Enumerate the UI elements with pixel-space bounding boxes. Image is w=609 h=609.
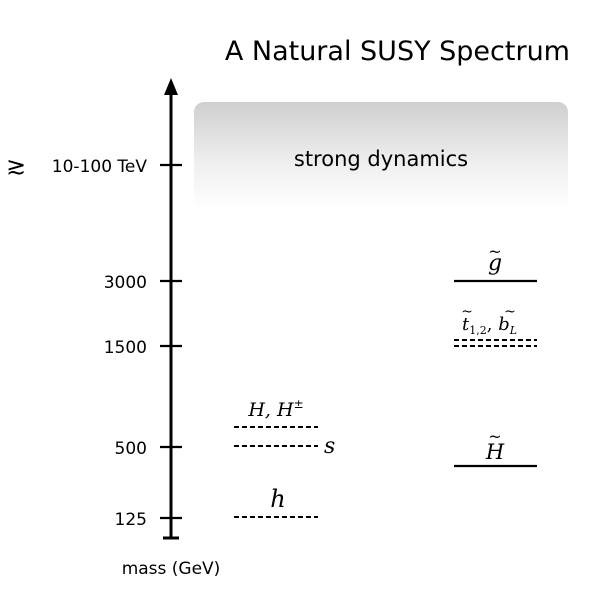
tick-label-3000: 3000 (104, 273, 147, 293)
label-h: h (270, 485, 285, 513)
label-s: s (324, 434, 335, 459)
tilde-gluino: ~ (488, 242, 501, 261)
tilde-higgsino: ~ (488, 427, 501, 446)
tick-label-1500: 1500 (104, 338, 147, 358)
label-higgsino: H (485, 440, 505, 464)
diagram-title: A Natural SUSY Spectrum (225, 36, 570, 67)
tick-label-strong-prefix: ≳ (6, 152, 26, 180)
label-gluino: g (488, 251, 502, 276)
label-heavy-higgs: H, H± (247, 397, 303, 421)
strong-dynamics-region (194, 102, 568, 210)
tick-label-125: 125 (115, 510, 147, 530)
tick-label-500: 500 (115, 439, 147, 459)
mass-axis-arrowhead (164, 78, 178, 95)
tilde-sbottom: ~ (504, 304, 516, 320)
tick-label-strong: 10-100 TeV (52, 157, 148, 177)
strong-dynamics-label: strong dynamics (294, 147, 468, 171)
label-stops: t1,2, bL (462, 314, 517, 337)
tilde-stop: ~ (461, 304, 473, 320)
mass-axis-label: mass (GeV) (122, 559, 221, 579)
